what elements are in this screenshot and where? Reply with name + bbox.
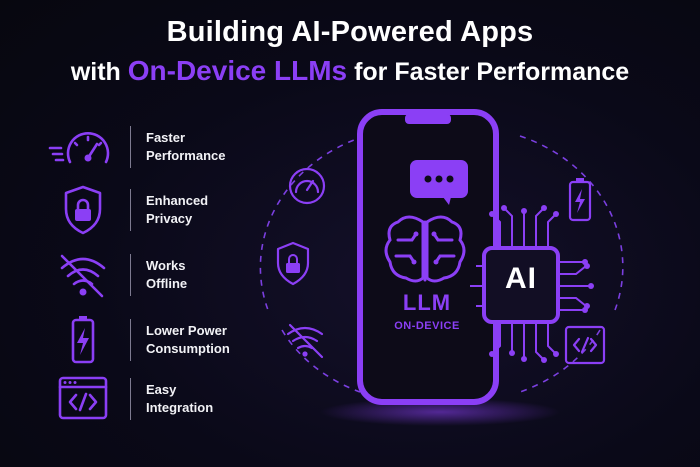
wifi-off-icon <box>48 250 110 300</box>
page-title: Building AI-Powered Apps <box>166 16 534 48</box>
code-window-icon <box>48 374 110 424</box>
ai-chip-label: AI <box>505 262 537 295</box>
speedometer-icon <box>48 122 110 172</box>
orbit-wifi-dot <box>302 351 308 357</box>
floor-glow <box>320 398 560 426</box>
feature-divider <box>130 319 131 361</box>
subtitle-accent: On-Device LLMs <box>127 55 348 86</box>
orbit-code-icon <box>564 325 606 365</box>
feature-divider <box>130 378 131 420</box>
subtitle-pre: with <box>70 58 128 86</box>
feature-divider <box>130 254 131 296</box>
subtitle-post: for Faster Performance <box>347 58 630 86</box>
orbit-battery-icon <box>568 178 592 222</box>
llm-label: LLM <box>402 290 452 315</box>
battery-bolt-icon <box>48 315 110 365</box>
llm-sublabel: ON-DEVICE <box>394 320 460 332</box>
feature-divider <box>130 189 131 231</box>
brain-nodes <box>411 231 439 265</box>
phone-notch <box>405 114 451 124</box>
page-subtitle: with On-Device LLMs for Faster Performan… <box>0 54 700 89</box>
ai-chip <box>482 246 560 324</box>
chip-traces <box>470 207 590 361</box>
chat-bubble-icon <box>410 160 468 205</box>
orbit-wifi-off-icon <box>286 323 324 359</box>
feature-divider <box>130 126 131 168</box>
chip-trace-nodes <box>489 205 594 363</box>
dashed-orbit <box>259 135 624 393</box>
orbit-shield-lock-icon <box>276 241 310 286</box>
shield-lock-icon <box>48 185 110 235</box>
orbit-speedometer-icon <box>288 167 326 205</box>
